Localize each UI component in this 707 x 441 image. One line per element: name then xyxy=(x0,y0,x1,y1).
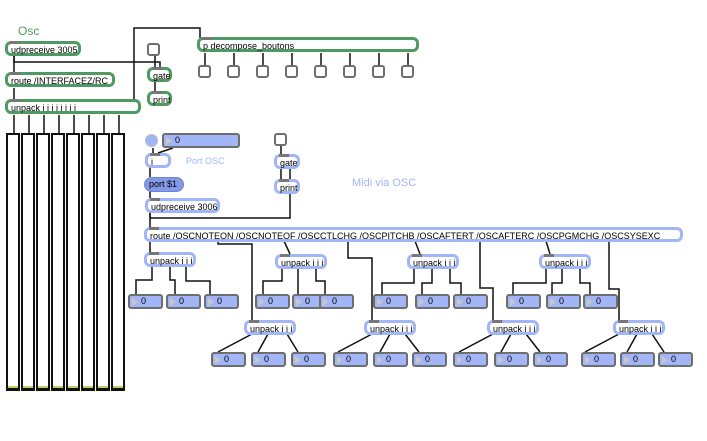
number-pgmchg-2[interactable]: 0 xyxy=(546,294,581,309)
unpack-aftert-object[interactable]: unpack i i i xyxy=(407,254,459,269)
decompose-boutons-object[interactable]: p decompose_boutons xyxy=(197,37,419,52)
number-afterc-2[interactable]: 0 xyxy=(494,352,529,367)
slider-6[interactable] xyxy=(81,133,95,391)
unpack-noteon-object[interactable]: unpack i i i xyxy=(144,252,196,267)
number-sysexc-3[interactable]: 0 xyxy=(658,352,693,367)
decompose-toggle-2[interactable] xyxy=(227,65,240,78)
decompose-toggle-4[interactable] xyxy=(285,65,298,78)
number-pitchb-3[interactable]: 0 xyxy=(412,352,447,367)
decompose-toggle-3[interactable] xyxy=(256,65,269,78)
number-ctlchg-3[interactable]: 0 xyxy=(319,294,354,309)
slider-4[interactable] xyxy=(51,133,65,391)
number-afterc-3[interactable]: 0 xyxy=(533,352,568,367)
slider-2[interactable] xyxy=(21,133,35,391)
midi-via-osc-comment: Midi via OSC xyxy=(352,177,417,189)
unpack-8-object[interactable]: unpack i i i i i i i i xyxy=(5,99,141,114)
gate-toggle-mid[interactable] xyxy=(274,133,287,146)
route-osc-object[interactable]: route /OSCNOTEON /OSCNOTEOF /OSCCTLCHG /… xyxy=(144,227,683,242)
slider-8[interactable] xyxy=(111,133,125,391)
unpack-sysexc-object[interactable]: unpack i i i xyxy=(613,320,665,335)
number-noteof-2[interactable]: 0 xyxy=(251,352,286,367)
number-ctlchg-1[interactable]: 0 xyxy=(255,294,290,309)
number-pitchb-1[interactable]: 0 xyxy=(333,352,368,367)
port-number-box[interactable]: 0 xyxy=(162,133,240,148)
number-sysexc-2[interactable]: 0 xyxy=(620,352,655,367)
unpack-pgmchg-object[interactable]: unpack i i i xyxy=(539,254,591,269)
unpack-afterc-object[interactable]: unpack i i i xyxy=(487,320,539,335)
number-aftert-2[interactable]: 0 xyxy=(415,294,450,309)
number-pgmchg-1[interactable]: 0 xyxy=(506,294,541,309)
unpack-noteof-object[interactable]: unpack i i i xyxy=(244,320,296,335)
decompose-toggle-5[interactable] xyxy=(314,65,327,78)
port-osc-comment: Port OSC xyxy=(186,156,225,166)
number-sysexc-1[interactable]: 0 xyxy=(581,352,616,367)
number-noteon-3[interactable]: 0 xyxy=(204,294,239,309)
number-pgmchg-3[interactable]: 0 xyxy=(583,294,618,309)
number-noteof-1[interactable]: 0 xyxy=(211,352,246,367)
number-afterc-1[interactable]: 0 xyxy=(453,352,488,367)
print-object-top[interactable]: print xyxy=(147,91,172,106)
decompose-toggle-6[interactable] xyxy=(343,65,356,78)
slider-5[interactable] xyxy=(66,133,80,391)
number-noteon-1[interactable]: 0 xyxy=(128,294,163,309)
number-noteof-3[interactable]: 0 xyxy=(291,352,326,367)
slider-1[interactable] xyxy=(6,133,20,391)
print-object-mid[interactable]: print xyxy=(274,179,300,194)
udpreceive-3006-object[interactable]: udpreceive 3006 xyxy=(145,198,220,213)
unpack-pitchb-object[interactable]: unpack i i i xyxy=(364,320,416,335)
port-message[interactable]: port $1 xyxy=(144,177,184,192)
decompose-toggle-7[interactable] xyxy=(372,65,385,78)
gate-toggle-top[interactable] xyxy=(147,43,160,56)
number-aftert-1[interactable]: 0 xyxy=(373,294,408,309)
decompose-toggle-8[interactable] xyxy=(401,65,414,78)
udpreceive-3005-object[interactable]: udpreceive 3005 xyxy=(5,41,81,56)
slider-7[interactable] xyxy=(96,133,110,391)
slider-3[interactable] xyxy=(36,133,50,391)
route-interfacez-object[interactable]: route /INTERFACEZ/RC xyxy=(5,72,115,87)
gate-object-mid[interactable]: gate xyxy=(274,154,300,169)
osc-title-comment: Osc xyxy=(18,24,40,38)
decompose-toggle-1[interactable] xyxy=(198,65,211,78)
gate-object-top[interactable]: gate xyxy=(147,67,172,82)
number-noteon-2[interactable]: 0 xyxy=(166,294,201,309)
number-pitchb-2[interactable]: 0 xyxy=(373,352,408,367)
int-object[interactable]: i xyxy=(145,153,171,168)
number-aftert-3[interactable]: 0 xyxy=(453,294,488,309)
unpack-ctlchg-object[interactable]: unpack i i i xyxy=(275,254,327,269)
bang-button[interactable] xyxy=(145,134,158,147)
